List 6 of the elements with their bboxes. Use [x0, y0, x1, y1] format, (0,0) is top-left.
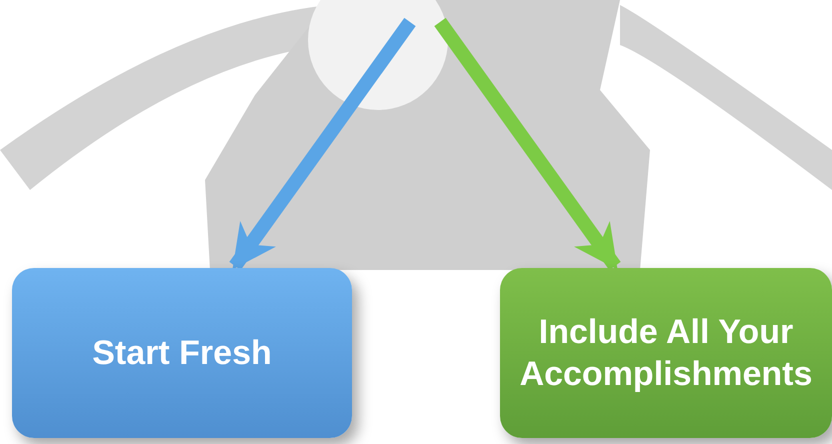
- process-box: [500, 268, 832, 438]
- arrow: [434, 18, 621, 270]
- box-label: Start Fresh: [91, 332, 273, 374]
- arrow: [229, 18, 416, 270]
- box-label: Include All Your Accomplishments: [518, 312, 814, 395]
- process-box: [12, 268, 352, 438]
